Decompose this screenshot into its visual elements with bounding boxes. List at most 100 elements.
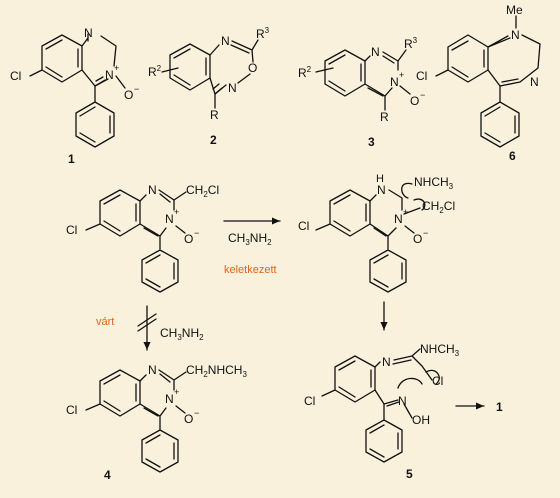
compound-5-amidine-chain — [392, 348, 433, 381]
start-phenyl-ring — [141, 235, 179, 293]
start-oxygen: O — [184, 232, 193, 246]
compound-5-hydroxyl: OH — [412, 413, 430, 427]
expected-path-label: várt — [96, 316, 114, 328]
compound-4-chlorine: Cl — [66, 403, 77, 417]
compound-2: R2 N R3 O N R 2 — [148, 26, 270, 147]
compound-3: R2 N R3 N + O − R 3 — [298, 36, 425, 149]
compound-6-diazepine-ring — [487, 34, 541, 87]
compound-4-oxygen: O — [184, 412, 193, 426]
intermediate-n-o-bond — [404, 225, 415, 234]
compound-5-leaving-arrow — [425, 369, 440, 385]
compound-6-phenyl-ring — [480, 85, 520, 148]
compound-4-ch2nhch3: CH2NHCH3 — [186, 363, 247, 379]
compound-4-n-o-bond — [175, 405, 186, 414]
start-ch2cl-group: CH2Cl — [186, 183, 219, 199]
compound-6-amine-nitrogen: N — [511, 28, 520, 42]
compound-2-top-nitrogen: N — [221, 34, 230, 48]
compound-5-ketoxime-chain — [374, 389, 400, 421]
compound-5-n-oh-bond — [403, 403, 413, 419]
compound-1-benzo-double-bonds — [45, 39, 79, 78]
start-cl-bond — [85, 223, 101, 231]
intermediate-minus-charge: − — [423, 228, 428, 238]
start-ch2cl-bond — [173, 191, 187, 201]
compound-5-cl-bond — [321, 389, 336, 397]
compound-2-number: 2 — [210, 133, 217, 147]
reagent-left: CH3NH2 — [160, 326, 204, 342]
compound-2-r2-bond — [161, 67, 179, 73]
compound-4-side-chain-bond — [173, 371, 187, 381]
compound-4-minus-charge: − — [194, 408, 199, 418]
intermediate-top-nitrogen: N — [377, 183, 386, 197]
compound-3-number: 3 — [368, 135, 375, 149]
intermediate-n-hydrogen: H — [376, 173, 384, 185]
compound-1-number: 1 — [68, 152, 75, 166]
compound-6-chlorine: Cl — [416, 69, 427, 83]
compound-1-imine-nitrogen: N — [84, 26, 93, 40]
intermediate-double-bond — [373, 227, 387, 237]
intermediate: H N NHCH3 CH2Cl N + O − Cl — [298, 173, 455, 293]
compound-3-r: R — [380, 110, 389, 124]
intermediate-cl-bond — [315, 223, 331, 231]
start-oxide-nitrogen: N — [165, 212, 174, 226]
compound-5-chlorine: Cl — [304, 394, 315, 408]
intermediate-nucleophile-arrow — [401, 182, 413, 199]
compound-2-r3-bond — [251, 39, 259, 51]
compound-6-imine-nitrogen: N — [530, 75, 539, 89]
compound-3-n-o-bond — [399, 85, 411, 95]
intermediate-nhch3: NHCH3 — [414, 175, 454, 191]
compound-2-r3: R3 — [256, 26, 270, 41]
compound-1-benzo-ring — [41, 34, 83, 83]
compound-6-methyl: Me — [506, 3, 523, 17]
compound-2-r: R — [210, 108, 219, 122]
start-top-nitrogen: N — [148, 183, 157, 197]
compound-6: Me N Cl N 6 — [416, 3, 541, 163]
intermediate-chlorine: Cl — [298, 219, 309, 233]
compound-4-cl-bond — [85, 403, 101, 411]
compound-3-minus-charge: − — [420, 90, 425, 100]
final-product-label: 1 — [496, 400, 503, 414]
compound-3-top-nitrogen: N — [371, 45, 380, 59]
compound-3-benzo-ring — [324, 49, 366, 97]
compound-1-oxygen: O — [124, 88, 133, 102]
compound-5-attack-arrow — [397, 377, 423, 389]
start-n-o-bond — [175, 225, 186, 234]
compound-1-phenyl-ring — [75, 85, 115, 148]
compound-2-r2: R2 — [148, 64, 162, 79]
compound-5-oxime-nitrogen: N — [398, 394, 407, 408]
intermediate-oxide-nitrogen: N — [394, 212, 403, 226]
starting-material: N CH2Cl N + O − Cl — [66, 183, 219, 293]
compound-4: N CH2NHCH3 N + O − Cl 4 — [66, 363, 247, 482]
observed-path-label: keletkezett — [224, 264, 277, 276]
compound-5-imine-nitrogen: N — [382, 355, 391, 369]
compound-1-chlorine: Cl — [10, 69, 21, 83]
start-double-bonds — [143, 193, 171, 237]
compound-2-double-bonds — [212, 44, 250, 95]
compound-5: N NHCH3 Cl Cl N OH 5 — [304, 342, 460, 481]
blocked-mark-2 — [137, 318, 157, 332]
compound-3-r3-bond — [397, 49, 407, 62]
compound-5-number: 5 — [406, 467, 413, 481]
intermediate-ch2cl: CH2Cl — [422, 199, 455, 215]
compound-3-r2: R2 — [298, 65, 312, 80]
compound-4-double-bonds — [143, 373, 171, 417]
compound-6-cl-bond — [435, 69, 449, 77]
compound-4-plus-charge: + — [174, 387, 179, 397]
compound-3-plus-charge: + — [399, 70, 404, 80]
compound-4-top-nitrogen: N — [148, 363, 157, 377]
start-minus-charge: − — [194, 228, 199, 238]
compound-4-oxide-nitrogen: N — [165, 392, 174, 406]
compound-4-benzo-ring — [99, 369, 141, 417]
compound-5-benzo-ring — [334, 355, 376, 403]
compound-3-r2-bond — [315, 67, 334, 73]
compound-6-number: 6 — [509, 149, 516, 163]
compound-1-minus-charge: − — [134, 84, 139, 94]
compound-3-double-bonds — [367, 55, 395, 97]
compound-4-phenyl-ring — [141, 415, 179, 473]
compound-5-nhch3: NHCH3 — [420, 342, 460, 358]
compound-4-number: 4 — [104, 468, 111, 482]
compound-3-r3: R3 — [404, 36, 418, 51]
reaction-arrows: CH3NH2 keletkezett várt CH3NH2 1 — [96, 217, 503, 414]
compound-2-benzo-ring — [169, 43, 211, 91]
start-plus-charge: + — [174, 207, 179, 217]
